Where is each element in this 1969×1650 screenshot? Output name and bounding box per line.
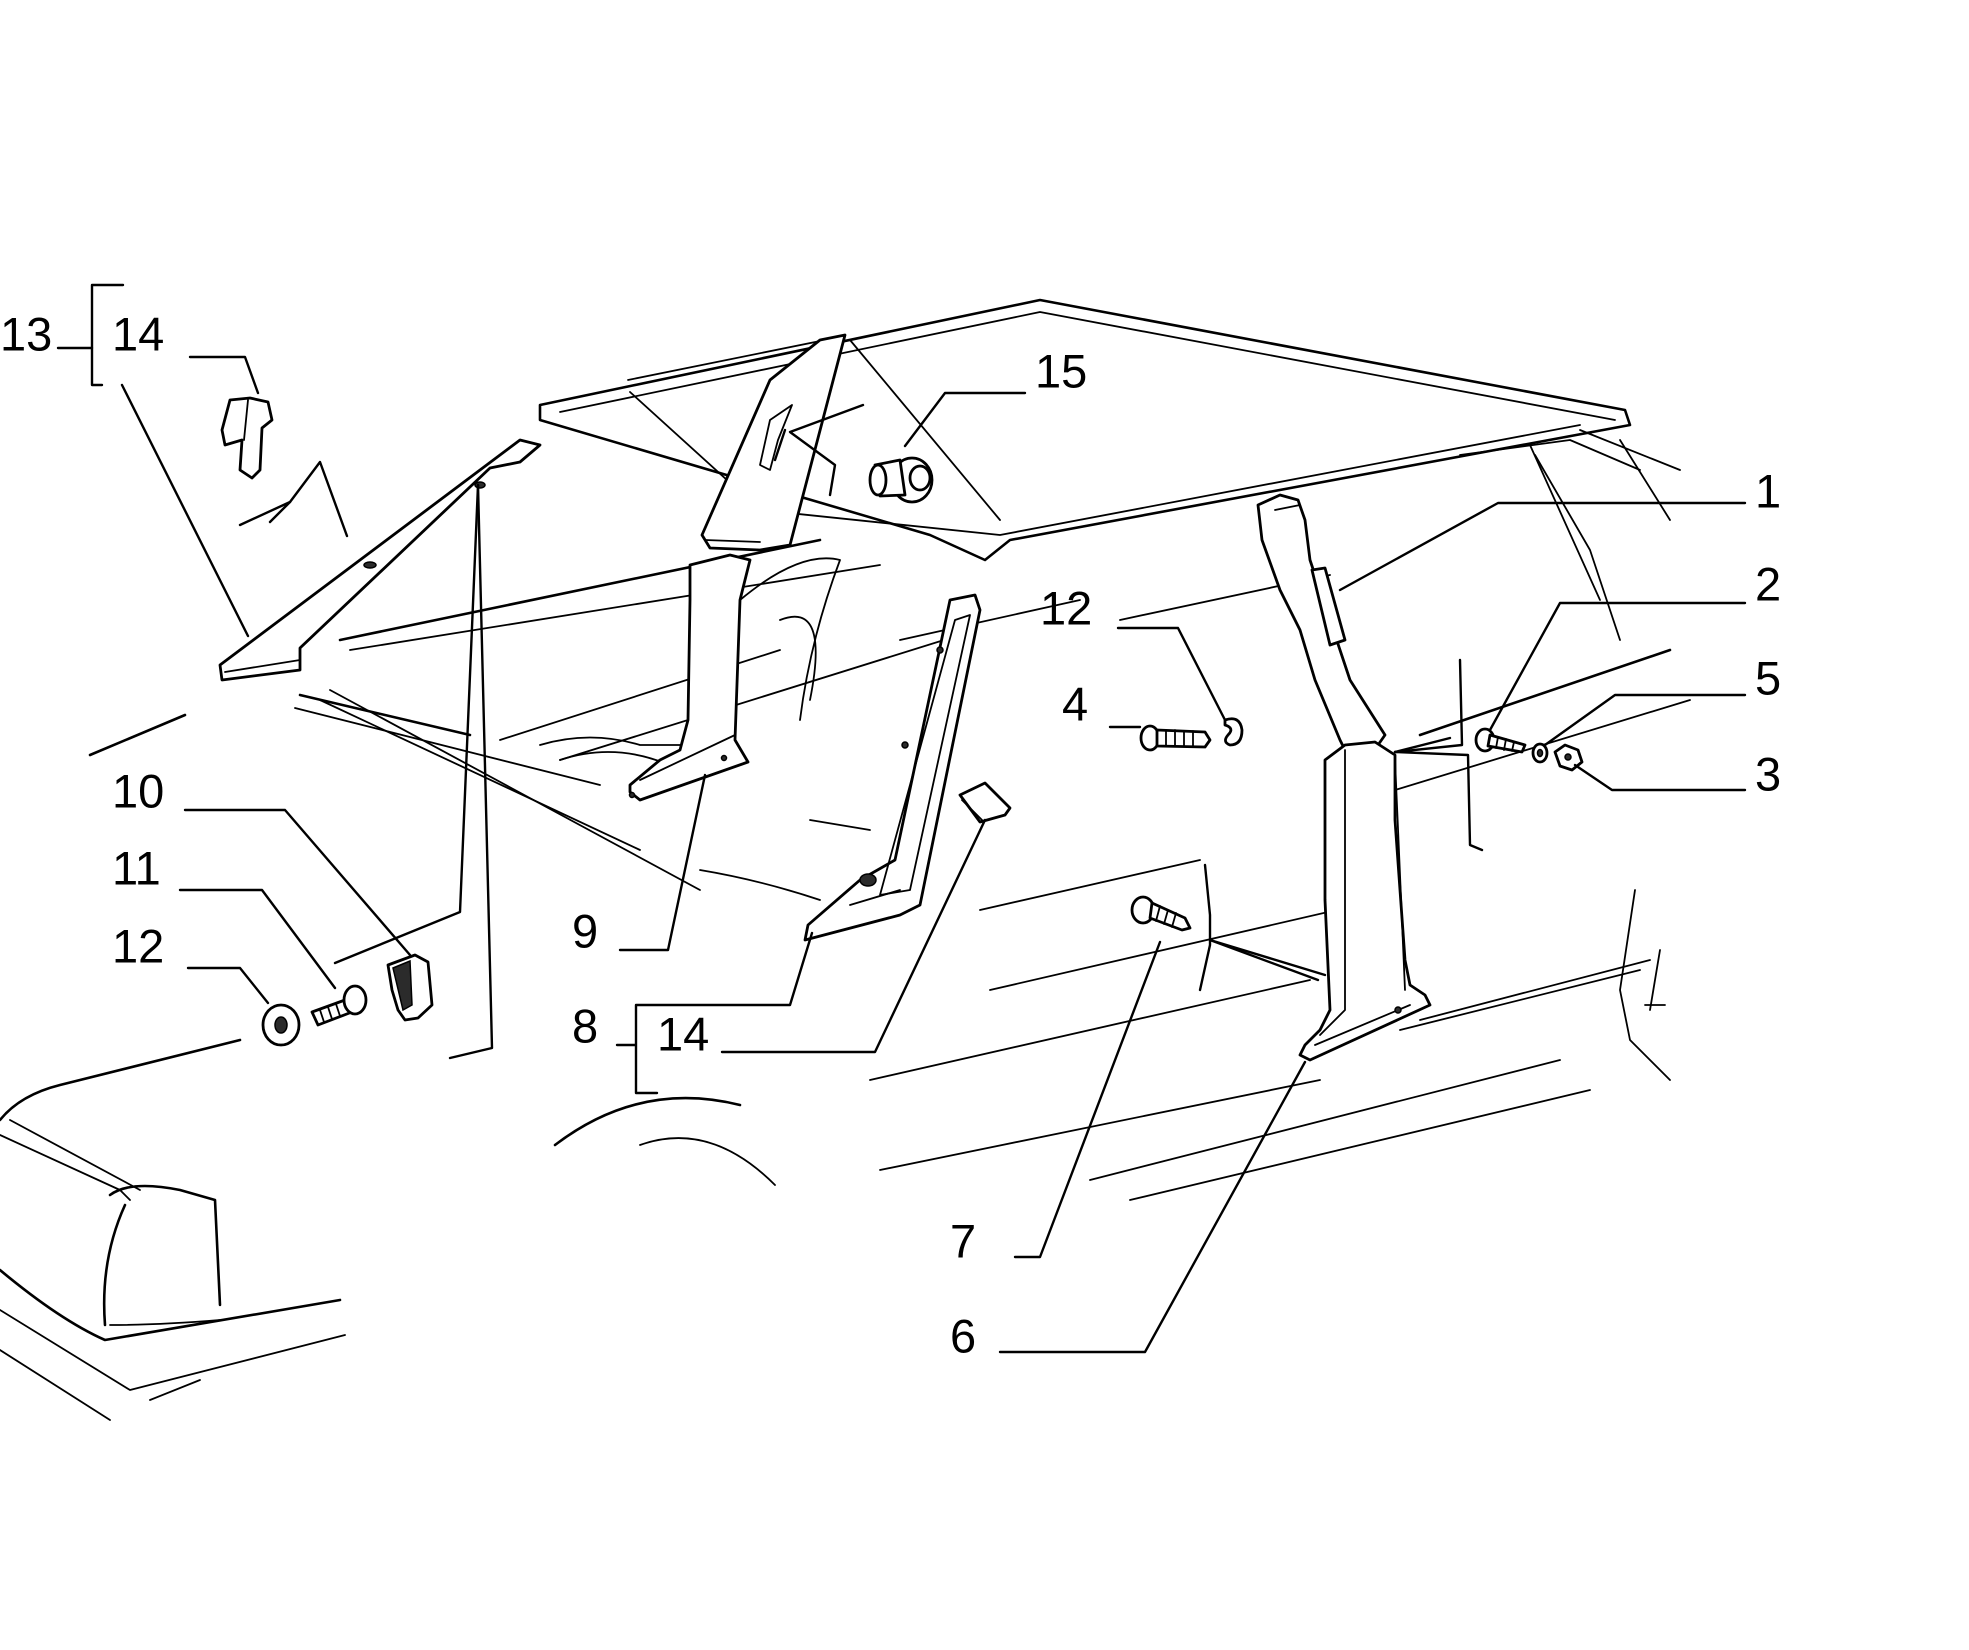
callout-4: 4 <box>1062 677 1088 730</box>
callout-15: 15 <box>1035 344 1087 397</box>
a-pillar-lower-trim <box>803 593 982 942</box>
callout-8: 8 <box>572 999 598 1052</box>
screw-11 <box>310 984 368 1027</box>
callout-14-upper: 14 <box>112 307 164 360</box>
callout-3: 3 <box>1755 747 1781 800</box>
plug-15 <box>868 456 934 504</box>
callout-10: 10 <box>112 764 164 817</box>
callout-1: 1 <box>1755 464 1781 517</box>
callout-14-lower: 14 <box>657 1007 709 1060</box>
washer-12-left <box>261 1003 301 1047</box>
callout-7: 7 <box>950 1214 976 1267</box>
spring-clip-12-center <box>1223 717 1244 747</box>
callout-12-center: 12 <box>1040 581 1092 634</box>
retaining-clip-lower <box>958 781 1012 824</box>
callout-2: 2 <box>1755 557 1781 610</box>
washer-5 <box>1531 742 1549 764</box>
leader-lines <box>56 283 1747 1354</box>
nut-3 <box>1553 743 1584 772</box>
callout-12-left: 12 <box>112 919 164 972</box>
callout-11: 11 <box>112 841 161 894</box>
a-pillar-upper-trim <box>218 438 542 682</box>
screw-4 <box>1139 724 1212 752</box>
callout-labels: 1 2 3 4 5 6 7 8 9 10 11 12 12 13 14 14 1… <box>0 307 1781 1362</box>
callout-6: 6 <box>950 1309 976 1362</box>
screw-2 <box>1474 727 1527 754</box>
clip-10 <box>386 953 434 1022</box>
c-pillar-lower-trim <box>1298 740 1432 1062</box>
c-pillar-upper-trim <box>1256 493 1387 752</box>
b-pillar-lower-trim <box>628 553 752 802</box>
retaining-clip-upper <box>220 396 274 480</box>
b-pillar-upper-trim <box>700 333 847 552</box>
callout-13: 13 <box>0 307 52 360</box>
screw-7 <box>1130 895 1192 932</box>
callout-9: 9 <box>572 904 598 957</box>
callout-5: 5 <box>1755 651 1781 704</box>
